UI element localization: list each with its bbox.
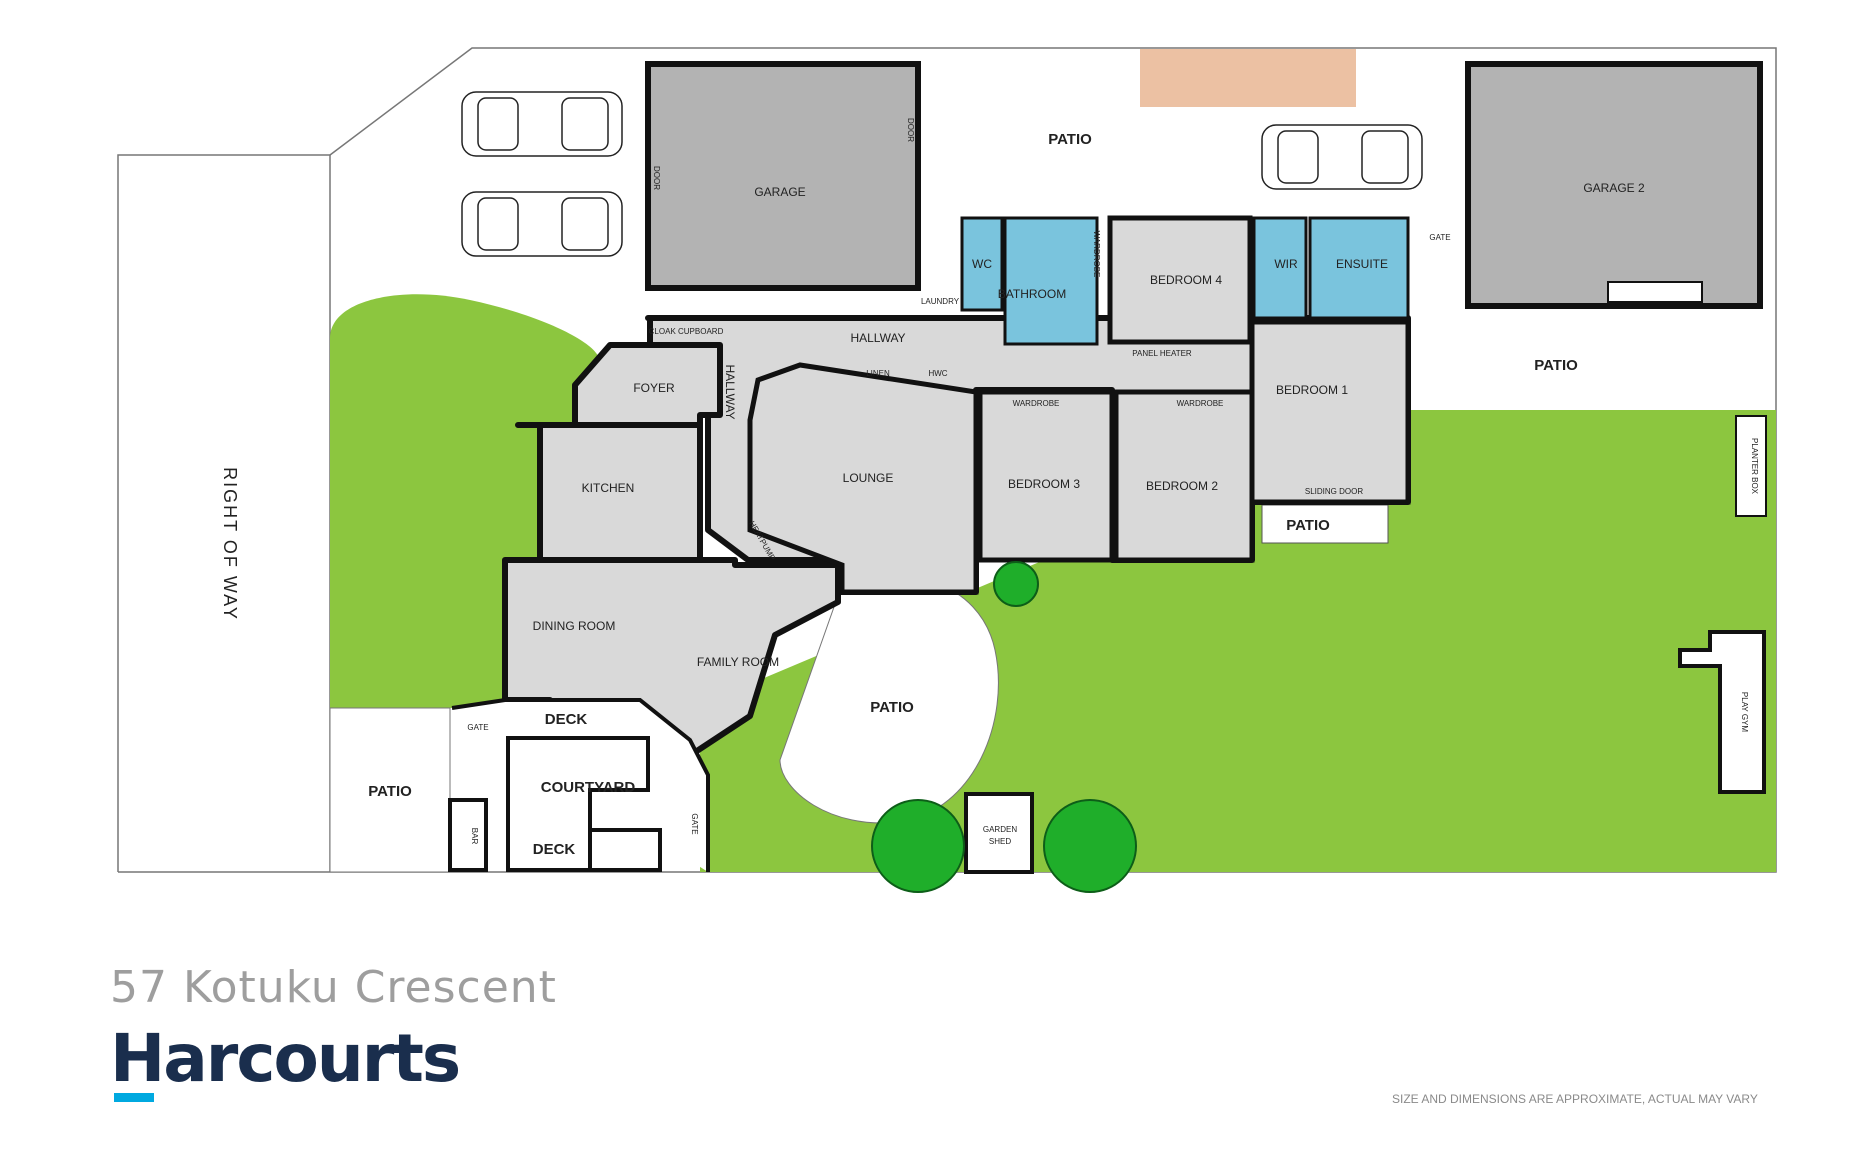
- label-lounge: LOUNGE: [843, 471, 894, 485]
- label-bathroom: BATHROOM: [998, 287, 1066, 301]
- label-dining: DINING ROOM: [533, 619, 616, 633]
- label-sliding-door: SLIDING DOOR: [1305, 487, 1363, 496]
- label-patio-top: PATIO: [1048, 131, 1092, 148]
- label-deck-top: DECK: [545, 711, 588, 728]
- label-cloak: CLOAK CUPBOARD: [649, 327, 724, 336]
- label-gate-top: GATE: [1429, 233, 1450, 242]
- label-wardrobe-bath: WARDROBE: [1092, 231, 1101, 278]
- label-planter-box: PLANTER BOX: [1750, 438, 1759, 495]
- label-garden-shed-2: SHED: [989, 837, 1011, 846]
- car-icon: [461, 91, 1423, 257]
- garage-structures: [645, 61, 1763, 309]
- wet-rooms: [960, 216, 1410, 346]
- label-garage2: GARAGE 2: [1583, 181, 1645, 195]
- room-blocks: [747, 215, 1411, 595]
- label-gate-left: GATE: [467, 723, 488, 732]
- courtyard-structure: [448, 415, 1767, 874]
- label-linen: LINEN: [866, 369, 890, 378]
- label-bedroom1: BEDROOM 1: [1276, 383, 1348, 397]
- label-garden-shed-1: GARDEN: [983, 825, 1017, 834]
- brand-logo: Harcourts: [110, 1020, 461, 1097]
- label-garage: GARAGE: [754, 185, 805, 199]
- label-kitchen: KITCHEN: [582, 481, 635, 495]
- patio-areas: [329, 504, 1389, 873]
- label-family: FAMILY ROOM: [697, 655, 779, 669]
- label-foyer: FOYER: [633, 381, 675, 395]
- label-gate-courtyard: GATE: [690, 813, 699, 834]
- label-wardrobe-b3: WARDROBE: [1013, 399, 1060, 408]
- label-door-left: DOOR: [652, 166, 661, 190]
- label-play-gym: PLAY GYM: [1740, 692, 1749, 733]
- roof-patch: [1140, 49, 1356, 107]
- label-wc: WC: [972, 257, 992, 271]
- room-labels: GARAGE GARAGE 2 PATIO PATIO PATIO PATIO …: [220, 118, 1759, 858]
- tree-icon: [871, 561, 1137, 893]
- label-patio-left: PATIO: [368, 783, 412, 800]
- label-patio-center: PATIO: [870, 699, 914, 716]
- property-address: 57 Kotuku Crescent: [110, 962, 557, 1013]
- label-patio-right: PATIO: [1534, 357, 1578, 374]
- label-courtyard: COURTYARD: [541, 779, 636, 796]
- label-patio-bed1: PATIO: [1286, 517, 1330, 534]
- label-wardrobe-b2: WARDROBE: [1177, 399, 1224, 408]
- label-right-of-way: RIGHT OF WAY: [220, 467, 240, 621]
- label-bar: BAR: [470, 828, 479, 845]
- label-bedroom2: BEDROOM 2: [1146, 479, 1218, 493]
- label-hallway-main: HALLWAY: [850, 331, 905, 345]
- label-bedroom3: BEDROOM 3: [1008, 477, 1080, 491]
- dimension-disclaimer: SIZE AND DIMENSIONS ARE APPROXIMATE, ACT…: [1392, 1092, 1758, 1106]
- label-bedroom4: BEDROOM 4: [1150, 273, 1222, 287]
- brand-accent-bar: [114, 1093, 154, 1102]
- label-deck-bottom: DECK: [533, 841, 576, 858]
- label-panel-heater: PANEL HEATER: [1132, 349, 1192, 358]
- label-ensuite: ENSUITE: [1336, 257, 1388, 271]
- label-door-right: DOOR: [906, 118, 915, 142]
- label-laundry: LAUNDRY: [921, 297, 960, 306]
- label-hwc: HWC: [928, 369, 947, 378]
- label-wir: WIR: [1274, 257, 1298, 271]
- garage-door: [1607, 281, 1703, 303]
- label-hallway-side: HALLWAY: [723, 364, 737, 419]
